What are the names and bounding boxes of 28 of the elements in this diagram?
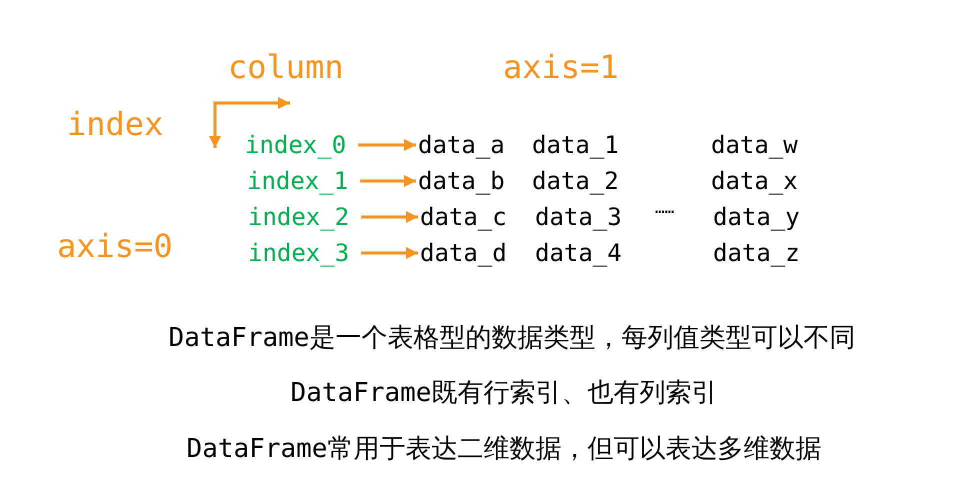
axis-label: column <box>228 51 344 83</box>
cell-text: data_3 <box>535 205 622 229</box>
arrow <box>361 211 418 223</box>
cell-text: data_z <box>713 241 800 265</box>
row-index-label: index_2 <box>248 205 350 229</box>
row-index-label: index_0 <box>245 133 346 157</box>
cell-text: data_2 <box>532 169 619 193</box>
cell-text: data_d <box>420 241 507 265</box>
cell-text: data_c <box>420 205 507 229</box>
arrow <box>360 175 416 187</box>
cell-text: data_1 <box>532 133 619 157</box>
axis-label: axis=0 <box>57 230 173 262</box>
cell-text: data_b <box>418 169 505 193</box>
cell-text: data_4 <box>535 241 622 265</box>
description-text: DataFrame既有行索引、也有列索引 <box>290 380 718 406</box>
description-text: DataFrame常用于表达二维数据，但可以表达多维数据 <box>186 436 822 462</box>
cell-text: data_a <box>418 133 505 157</box>
arrow <box>358 139 416 151</box>
cell-text: data_x <box>711 169 798 193</box>
row-index-label: index_1 <box>247 169 348 193</box>
row-index-label: index_3 <box>248 241 350 265</box>
axis-label: axis=1 <box>503 51 619 83</box>
cell-text: data_y <box>713 205 800 229</box>
arrow <box>361 247 418 259</box>
description-text: DataFrame是一个表格型的数据类型，每列值类型可以不同 <box>168 325 856 351</box>
cell-text: data_w <box>711 133 798 157</box>
axis-label: index <box>67 108 164 140</box>
ellipsis: …… <box>655 200 674 216</box>
